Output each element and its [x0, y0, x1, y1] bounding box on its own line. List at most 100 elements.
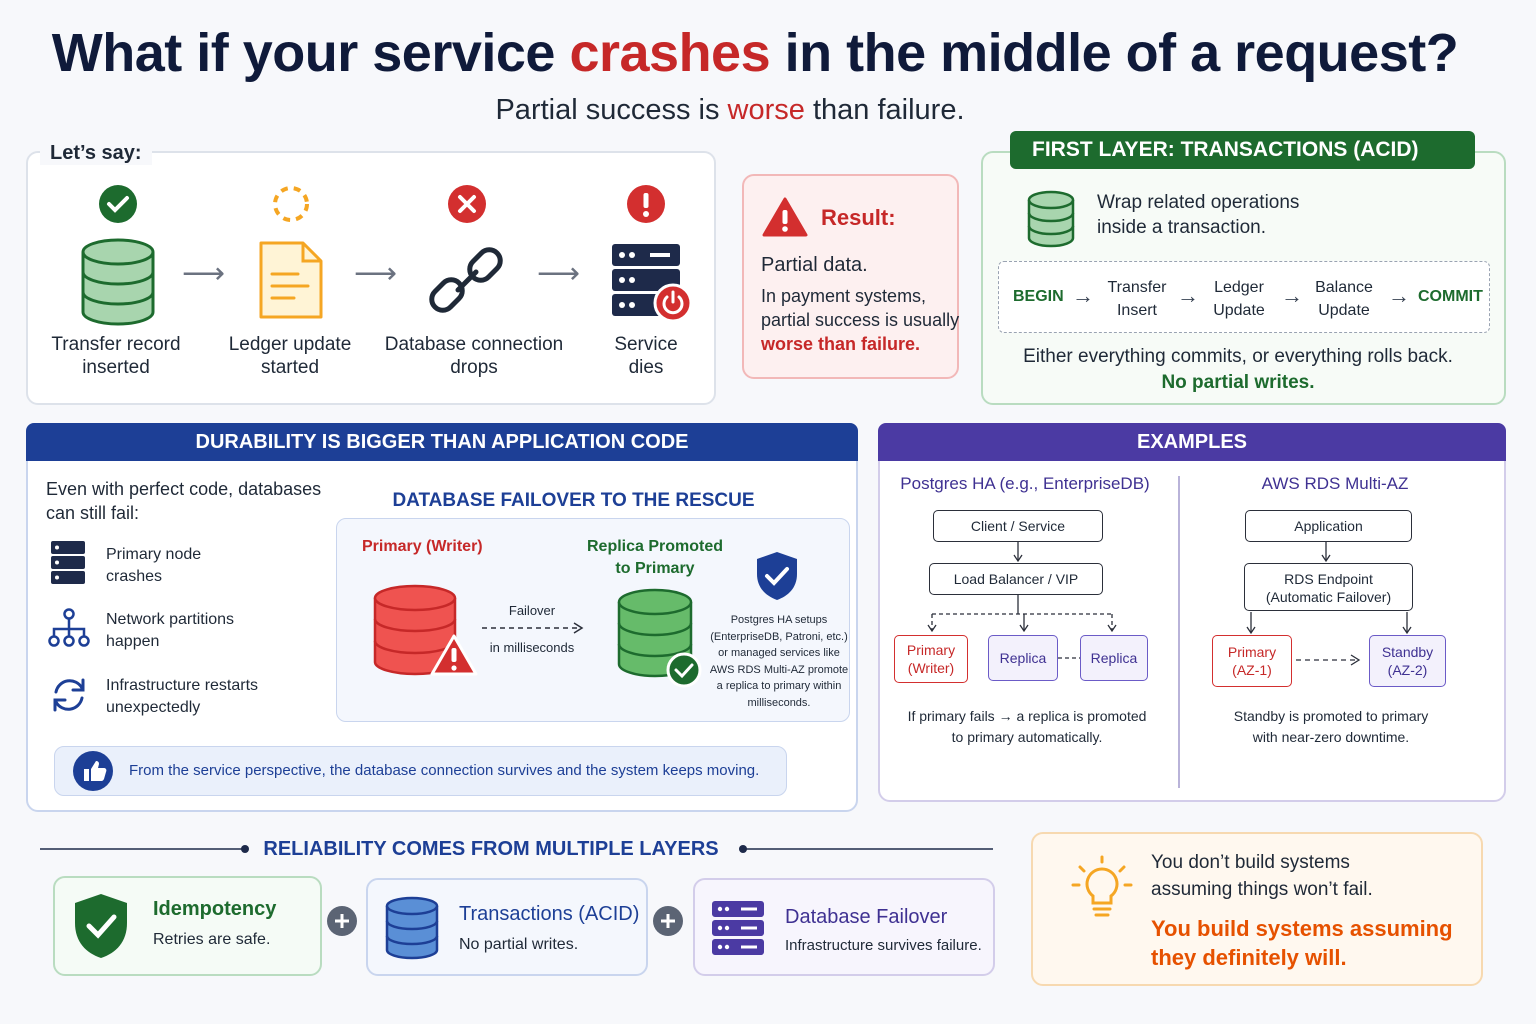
- pg-primary-node: Primary(Writer): [894, 635, 968, 683]
- pg-flow-lines: [927, 542, 1117, 659]
- arrow-right-icon: ⟶: [354, 257, 398, 290]
- arrow-right-icon: ⟶: [182, 257, 226, 290]
- rds-standby-node: Standby(AZ-2): [1369, 635, 1446, 687]
- plus-icon: [653, 906, 683, 936]
- failover-note: Postgres HA setups(EnterpriseDB, Patroni…: [709, 614, 849, 709]
- result-line-3: partial success is usually: [761, 310, 960, 330]
- layer-idempotency-card: [53, 876, 322, 976]
- document-icon: [259, 241, 323, 319]
- takeaway-line-1: You don’t build systems: [1151, 852, 1350, 873]
- replica-database-icon: [617, 588, 702, 688]
- check-circle-icon: [99, 185, 137, 223]
- layers-rule-right: [739, 845, 993, 853]
- layers-heading: RELIABILITY COMES FROM MULTIPLE LAYERS: [263, 838, 719, 860]
- survival-banner: [54, 746, 787, 796]
- warning-triangle-icon: [762, 197, 808, 237]
- arrow-right-icon: →: [1281, 283, 1303, 308]
- transactions-desc-2: inside a transaction.: [1097, 217, 1266, 238]
- thumbs-up-icon: [73, 751, 113, 791]
- transaction-flow: [998, 261, 1490, 333]
- examples-heading: EXAMPLES: [878, 423, 1506, 461]
- transactions-heading: FIRST LAYER: TRANSACTIONS (ACID): [1010, 131, 1475, 169]
- failover-title: DATABASE FAILOVER TO THE RESCUE: [392, 490, 755, 511]
- lightbulb-icon: [1071, 855, 1133, 917]
- pg-replica-node-2: Replica: [1080, 635, 1148, 681]
- arrow-right-icon: →: [1072, 283, 1094, 308]
- restart-icon: [53, 678, 85, 712]
- pending-circle-icon: [273, 186, 309, 222]
- pg-caption: If primary fails → a replica is promoted…: [907, 708, 1147, 745]
- database-icon: [81, 238, 155, 326]
- failover-arrow-label-1: Failover: [508, 603, 556, 618]
- arrow-right-icon: ⟶: [537, 257, 581, 290]
- layers-rule-left: [40, 845, 249, 853]
- page-title: What if your service crashes in the midd…: [51, 23, 1459, 83]
- network-icon: [48, 608, 90, 647]
- client-service-node: Client / Service: [933, 510, 1103, 542]
- rds-primary-node: Primary(AZ-1): [1212, 635, 1292, 687]
- result-heading: Result:: [821, 205, 896, 230]
- error-x-icon: [448, 185, 486, 223]
- takeaway-line-3: You build systems assuming: [1151, 916, 1453, 941]
- rds-endpoint-node: RDS Endpoint(Automatic Failover): [1244, 563, 1413, 611]
- durability-intro-2: can still fail:: [46, 503, 140, 523]
- arrow-right-icon: →: [1388, 283, 1410, 308]
- page-subtitle: Partial success is worse than failure.: [495, 94, 965, 126]
- plus-icon: [327, 906, 357, 936]
- primary-database-icon: [373, 584, 478, 676]
- result-line-1: Partial data.: [761, 254, 868, 276]
- layer-idempotency-desc: Retries are safe.: [153, 931, 271, 948]
- server-power-icon: [612, 244, 693, 323]
- scenario-heading: Let’s say:: [40, 142, 152, 165]
- layer-idempotency-title: Idempotency: [153, 898, 277, 920]
- survival-banner-text: From the service perspective, the databa…: [129, 762, 760, 779]
- broken-link-icon: [429, 247, 503, 313]
- server-icon: [51, 541, 85, 584]
- pg-title: Postgres HA (e.g., EnterpriseDB): [900, 474, 1150, 493]
- load-balancer-node: Load Balancer / VIP: [929, 563, 1103, 595]
- database-icon: [1027, 190, 1075, 248]
- result-line-4: worse than failure.: [761, 334, 921, 354]
- failover-arrow-label-2: in milliseconds: [489, 640, 575, 655]
- transactions-footer-1: Either everything commits, or everything…: [1023, 346, 1453, 367]
- alert-icon: [627, 185, 665, 223]
- shield-check-icon: [757, 552, 797, 600]
- layer-failover-title: Database Failover: [785, 906, 948, 928]
- arrow-right-icon: →: [1177, 283, 1199, 308]
- examples-card: [878, 423, 1506, 802]
- durability-intro-1: Even with perfect code, databases: [46, 479, 322, 499]
- layer-transactions-title: Transactions (ACID): [459, 903, 640, 925]
- database-icon: [385, 896, 439, 960]
- server-icon: [712, 901, 764, 955]
- begin-label: BEGIN: [1013, 288, 1064, 305]
- result-line-2: In payment systems,: [761, 286, 927, 306]
- commit-label: COMMIT: [1418, 288, 1483, 305]
- application-node: Application: [1245, 510, 1412, 542]
- examples-divider: [1178, 476, 1180, 788]
- pg-replica-node-1: Replica: [988, 635, 1058, 681]
- rds-title: AWS RDS Multi-AZ: [1261, 474, 1409, 493]
- primary-writer-label: Primary (Writer): [362, 538, 483, 555]
- takeaway-line-2: assuming things won’t fail.: [1151, 879, 1373, 900]
- shield-check-icon: [75, 894, 127, 958]
- durability-heading: DURABILITY IS BIGGER THAN APPLICATION CO…: [26, 423, 858, 461]
- failover-arrow: [482, 622, 584, 634]
- takeaway-line-4: they definitely will.: [1151, 945, 1347, 970]
- rds-flow-lines: [1246, 542, 1412, 666]
- transactions-footer-2: No partial writes.: [1161, 372, 1315, 393]
- transactions-desc-1: Wrap related operations: [1097, 192, 1300, 213]
- layer-failover-desc: Infrastructure survives failure.: [785, 937, 982, 954]
- layer-transactions-desc: No partial writes.: [459, 936, 579, 953]
